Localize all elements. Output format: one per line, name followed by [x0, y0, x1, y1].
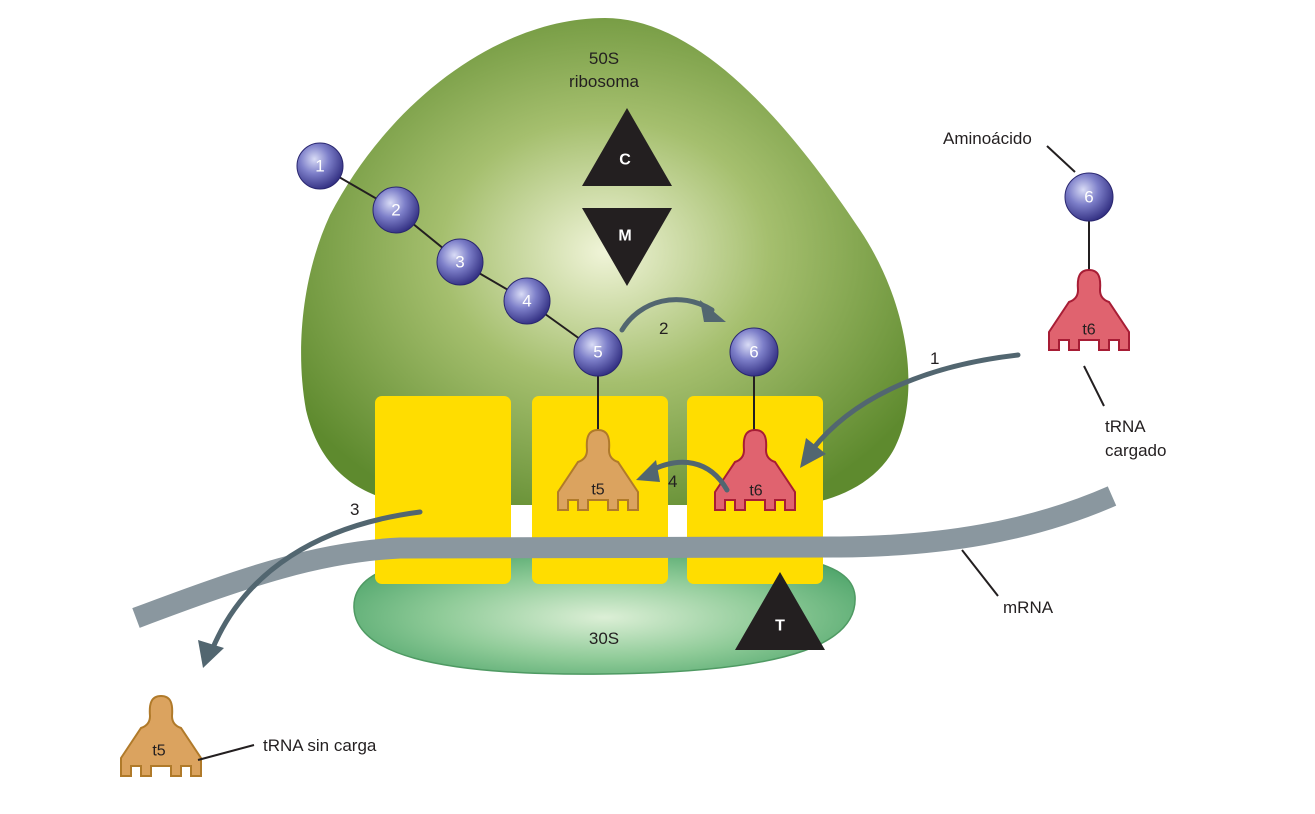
amino-acid-6-bound: 6	[729, 327, 779, 377]
large-subunit-label-1: 50S	[589, 49, 619, 68]
step-4-label: 4	[668, 472, 677, 491]
leader-lines	[197, 145, 1105, 761]
aminoacid-label: Aminoácido	[943, 129, 1032, 148]
large-subunit-label-2: ribosoma	[569, 72, 639, 91]
arrow-2-head	[700, 300, 726, 322]
arrow-3-curve	[209, 509, 423, 653]
amino-acid-4: 4	[503, 277, 551, 325]
amino-acid-5: 5	[573, 327, 623, 377]
m-triangle-label: M	[618, 228, 631, 245]
trna-released-label: t5	[152, 743, 165, 760]
trna-incoming-label: t6	[1082, 322, 1095, 339]
amino-acid-2: 2	[372, 186, 420, 234]
arrow-1-head	[800, 438, 826, 468]
amino-acid-6-bound-label: 6	[749, 343, 758, 362]
amino-acid-2-label: 2	[391, 201, 400, 220]
step-1-label: 1	[930, 349, 939, 368]
m-triangle	[582, 208, 672, 286]
amino-acid-4-label: 4	[522, 292, 531, 311]
arrow-1-curve	[809, 352, 1021, 453]
amino-acid-1-label: 1	[315, 157, 324, 176]
charged-trna-label-2: cargado	[1105, 441, 1166, 460]
amino-acid-3-label: 3	[455, 253, 464, 272]
amino-acid-3: 3	[436, 238, 484, 286]
mrna-strand	[132, 486, 1117, 628]
amino-acid-6-incoming-label: 6	[1084, 188, 1093, 207]
trna-a-site-label: t6	[749, 483, 762, 500]
amino-acid-1: 1	[296, 142, 344, 190]
t-triangle	[735, 572, 825, 650]
leader-aminoacid	[1046, 145, 1076, 173]
mrna-label: mRNA	[1003, 598, 1054, 617]
c-triangle-label: C	[619, 152, 631, 169]
arrow-3-head	[198, 640, 224, 668]
arrow-heads	[198, 300, 826, 668]
trna-p-site-label: t5	[591, 482, 604, 499]
t-triangle-label: T	[775, 618, 785, 635]
amino-acid-5-label: 5	[593, 343, 602, 362]
large-subunit-50s	[301, 18, 909, 505]
leader-charged-trna	[1083, 365, 1105, 407]
leader-uncharged-trna	[197, 744, 255, 761]
charged-trna-label-1: tRNA	[1105, 417, 1146, 436]
step-3-label: 3	[350, 500, 359, 519]
leader-mrna	[961, 549, 999, 597]
e-site-box	[375, 396, 511, 584]
arrow-4-head	[636, 460, 660, 482]
trna-released	[120, 695, 202, 777]
small-subunit-label: 30S	[589, 629, 619, 648]
c-triangle	[582, 108, 672, 186]
uncharged-trna-label: tRNA sin carga	[263, 736, 377, 755]
arrow-4-curve	[645, 459, 730, 493]
step-2-label: 2	[659, 319, 668, 338]
amino-acid-6-incoming: 6	[1064, 172, 1114, 222]
